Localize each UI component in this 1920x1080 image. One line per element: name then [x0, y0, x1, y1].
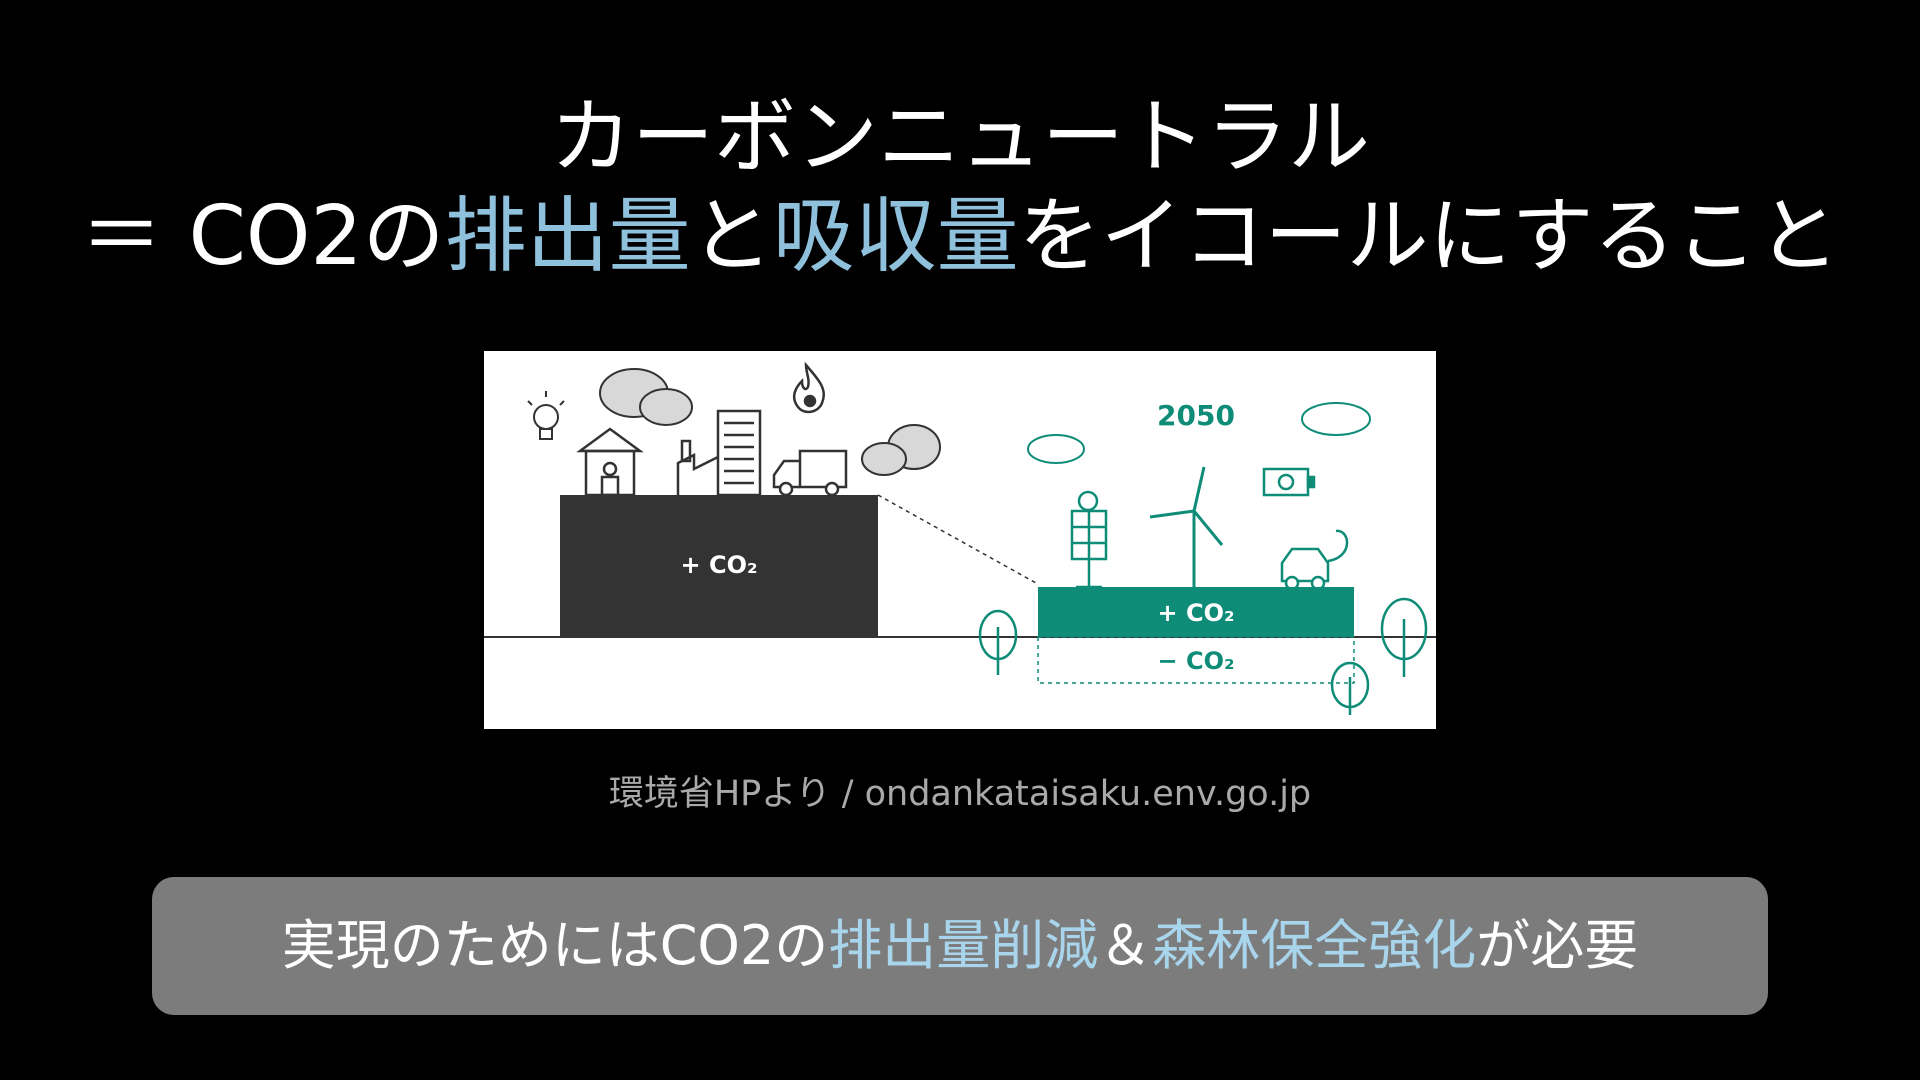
tree-icon [1330, 661, 1370, 715]
absorption-box [1037, 636, 1355, 684]
conclusion-mid: ＆ [1098, 914, 1153, 977]
house-icon [576, 427, 644, 497]
conclusion-banner: 実現のためにはCO2の排出量削減＆森林保全強化が必要 [152, 877, 1768, 1015]
year-label: 2050 [1157, 399, 1235, 432]
title-line2-prefix: ＝ CO2の [80, 189, 445, 284]
title-absorption-highlight: 吸収量 [772, 189, 1019, 284]
source-caption: 環境省HPより / ondankataisaku.env.go.jp [608, 774, 1312, 814]
conclusion-prefix: 実現のためにはCO2の [281, 914, 829, 977]
cloud-icon [861, 424, 941, 476]
truck-icon [772, 449, 848, 497]
left-co2-label: + CO₂ [681, 551, 758, 579]
right-plus-co2-label: + CO₂ [1158, 599, 1235, 627]
right-minus-co2-label: − CO₂ [1158, 647, 1235, 675]
renewable-emission-block [1038, 587, 1354, 637]
cloud-outline-icon [1027, 434, 1085, 464]
title-line1-text: カーボンニュートラル [549, 90, 1370, 185]
emission-block [560, 495, 878, 637]
conclusion-text: 実現のためにはCO2の排出量削減＆森林保全強化が必要 [152, 877, 1768, 1015]
emission-reduction-highlight: 排出量削減 [828, 914, 1099, 977]
cloud-outline-icon [1301, 402, 1371, 436]
lightbulb-icon [527, 391, 565, 440]
title-emission-highlight: 排出量 [444, 189, 691, 284]
title-line2-suffix: をイコールにすること [1018, 189, 1840, 284]
solar-panel-icon [1070, 490, 1108, 589]
battery-icon [1262, 467, 1316, 497]
conclusion-suffix: が必要 [1476, 914, 1639, 977]
wind-turbine-icon [1149, 466, 1224, 587]
forest-conservation-highlight: 森林保全強化 [1152, 914, 1477, 977]
tree-icon [1380, 597, 1428, 677]
cloud-icon [599, 368, 693, 426]
tree-icon [978, 609, 1018, 675]
title-line2-mid: と [690, 189, 773, 284]
slide-title-line2: ＝ CO2の排出量と吸収量をイコールにすること [0, 196, 1920, 278]
slide-title-line1: カーボンニュートラル [0, 97, 1920, 179]
electric-car-icon [1280, 529, 1349, 591]
carbon-neutral-illustration: + CO₂ [484, 351, 1436, 729]
flame-icon [792, 361, 825, 414]
factory-icon [676, 409, 762, 497]
